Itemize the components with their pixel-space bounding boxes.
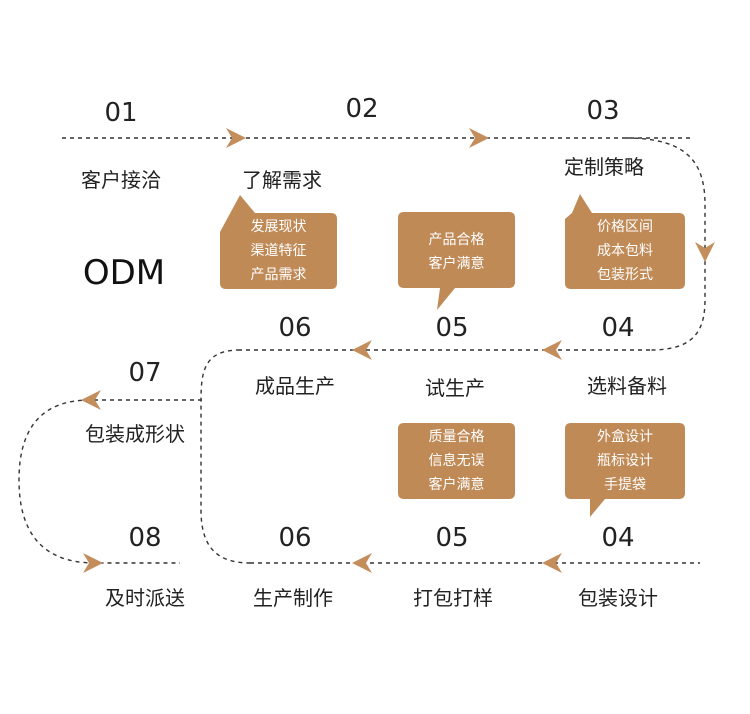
arrow-head-left-4 [352, 553, 372, 573]
arrow-head-left-2 [352, 340, 372, 360]
step-number: 06 [278, 523, 312, 553]
callout-line: 包装形式 [597, 267, 653, 283]
callout-text-5: 外盒设计 瓶标设计 手提袋 [565, 425, 685, 497]
callout-line: 客户满意 [428, 256, 485, 272]
step-number: 05 [435, 313, 469, 343]
step-label: 包装成形状 [85, 422, 185, 446]
step-number: 08 [128, 523, 162, 553]
callout-text-3: 价格区间 成本包料 包装形式 [565, 215, 685, 287]
callout-line: 发展现状 [250, 219, 307, 235]
callout-line: 质量合格 [428, 429, 485, 445]
step-number: 05 [435, 523, 469, 553]
step-label: 生产制作 [253, 586, 333, 610]
step-number: 03 [586, 96, 620, 126]
step-label: 定制策略 [564, 155, 644, 179]
callout-text-2: 产品合格 客户满意 [398, 228, 515, 276]
step-label: 打包打样 [413, 586, 493, 610]
callout-text-4: 质量合格 信息无误 客户满意 [398, 425, 515, 497]
callout-line: 手提袋 [604, 477, 646, 493]
step-number: 07 [128, 358, 162, 388]
callout-line: 渠道特征 [250, 243, 307, 259]
diagram-title: ODM [82, 253, 166, 293]
connector-left-curve-2 [200, 349, 251, 564]
callout-line: 瓶标设计 [597, 453, 653, 469]
step-label: 成品生产 [255, 374, 335, 398]
callout-box-3 [565, 194, 685, 289]
step-label: 试生产 [425, 376, 485, 400]
callout-text-1: 发展现状 渠道特征 产品需求 [220, 215, 337, 287]
connector-right-curve-1 [625, 137, 706, 351]
arrow-head-left-1 [542, 340, 562, 360]
callout-box-4 [398, 423, 515, 499]
callout-line: 产品需求 [250, 267, 307, 283]
step-label: 客户接洽 [81, 168, 161, 192]
callout-box-2 [398, 212, 515, 310]
arrow-head-right-2 [469, 128, 489, 148]
callout-box-1 [220, 195, 337, 289]
callout-line: 客户满意 [428, 477, 485, 493]
step-number: 04 [601, 523, 635, 553]
arrow-head-right-1 [226, 128, 246, 148]
arrow-head-right-3 [83, 553, 103, 573]
step-number: 04 [601, 313, 635, 343]
step-label: 了解需求 [242, 168, 322, 192]
step-number: 06 [278, 313, 312, 343]
callout-line: 外盒设计 [597, 429, 653, 445]
callout-line: 价格区间 [597, 219, 653, 235]
callout-box-5 [565, 423, 685, 517]
callout-line: 信息无误 [428, 453, 485, 469]
arrow-head-down [695, 242, 715, 262]
step-label: 选料备料 [587, 374, 667, 398]
connector-left-curve-4 [18, 399, 180, 564]
step-label: 包装设计 [578, 586, 658, 610]
callout-line: 产品合格 [428, 232, 485, 248]
arrow-head-left-3 [81, 390, 101, 410]
step-label: 及时派送 [105, 586, 185, 610]
callout-line: 成本包料 [597, 243, 653, 259]
step-number: 01 [104, 98, 138, 128]
arrow-head-left-5 [542, 553, 562, 573]
step-number: 02 [345, 94, 379, 124]
